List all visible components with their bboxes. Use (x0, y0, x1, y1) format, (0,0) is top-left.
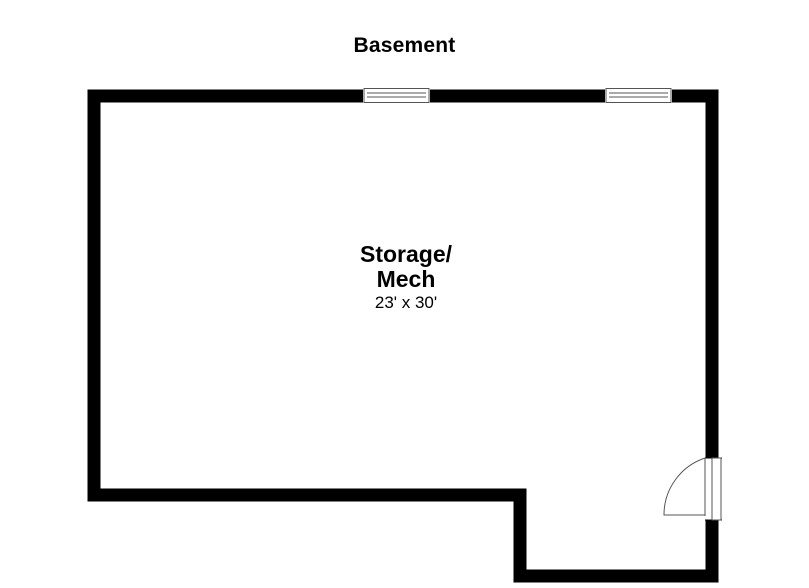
room-label-storage-mech: Storage/ Mech 23' x 30' (306, 242, 506, 313)
room-name-line2: Mech (376, 266, 436, 292)
room-dimensions: 23' x 30' (374, 293, 438, 312)
window-top-right (605, 88, 672, 103)
window-top-left (363, 88, 430, 103)
room-name-line1: Storage/ (359, 241, 453, 267)
exterior-walls (87, 89, 719, 583)
floor-title: Basement (353, 34, 456, 57)
door-right (663, 457, 722, 521)
